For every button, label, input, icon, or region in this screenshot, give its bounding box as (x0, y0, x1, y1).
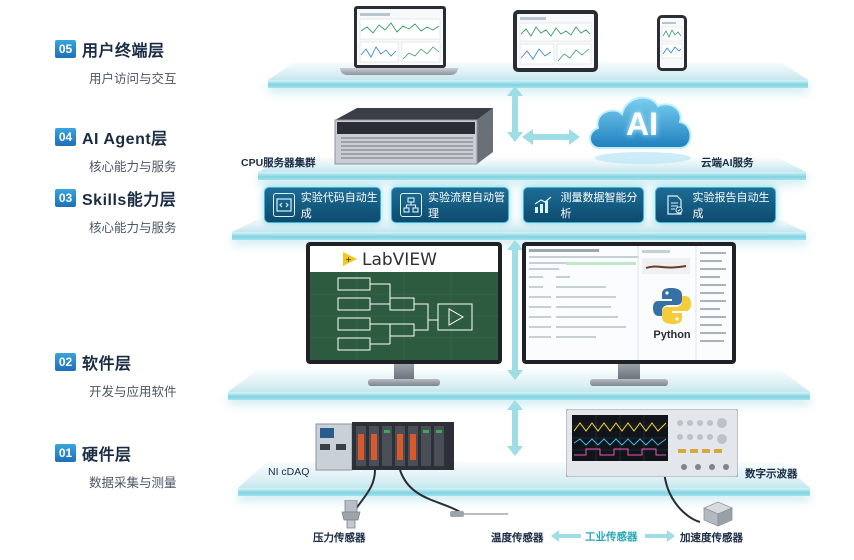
accelerometer-sensor (702, 501, 734, 527)
skill-label: 实验报告自动生成 (692, 192, 770, 220)
layer-subtitle: 数据采集与测量 (89, 476, 177, 490)
layer-number: 02 (55, 353, 76, 371)
labview-monitor: + LabVIEW (306, 242, 502, 390)
labview-logo-icon: + (343, 252, 357, 266)
labview-logo-text: LabVIEW (362, 250, 437, 270)
skill-data-analysis: 测量数据智能分析 (523, 187, 644, 223)
code-icon (273, 193, 295, 217)
acceleration-sensor-label: 加速度传感器 (680, 532, 743, 544)
layer-05: 05 用户终端层 用户访问与交互 (55, 37, 177, 87)
python-label: Python (653, 329, 691, 341)
tablet-screen (513, 10, 598, 72)
python-monitor: Python (522, 242, 736, 390)
layer-title: 用户终端层 (82, 43, 165, 60)
flowchart-icon (400, 193, 422, 217)
shelf-software (228, 370, 810, 400)
layer-number: 04 (55, 128, 76, 146)
layer-03: 03 Skills能力层 核心能力与服务 (55, 186, 177, 236)
layer-subtitle: 开发与应用软件 (89, 385, 177, 399)
ni-cdaq-device (314, 418, 456, 472)
python-logo-icon (653, 288, 691, 324)
svg-text:+: + (345, 255, 352, 264)
cloud-ai-label: 云端AI服务 (701, 157, 754, 169)
temperature-sensor-label: 温度传感器 (491, 532, 544, 544)
cpu-cluster-label: CPU服务器集群 (241, 157, 316, 169)
temperature-probe (450, 511, 508, 517)
industrial-sensor-arrow-left (551, 530, 581, 542)
layer-title: Skills能力层 (82, 192, 177, 209)
industrial-sensor-arrow-right (645, 530, 675, 542)
pressure-sensor (341, 500, 361, 529)
cpu-server-cluster (327, 104, 497, 168)
layer-number: 03 (55, 189, 76, 207)
layer-title: 硬件层 (82, 447, 132, 464)
layer-subtitle: 核心能力与服务 (89, 160, 177, 174)
vertical-arrow-05-04 (507, 86, 523, 142)
layer-title: AI Agent层 (82, 131, 168, 148)
horizontal-arrow-agent (522, 129, 580, 145)
oscilloscope-label: 数字示波器 (745, 468, 798, 480)
layer-subtitle: 核心能力与服务 (89, 221, 177, 235)
layer-02: 02 软件层 开发与应用软件 (55, 350, 177, 400)
skill-code-generation: 实验代码自动生成 (264, 187, 381, 223)
phone-screen (657, 15, 687, 71)
vertical-arrow-02-01 (507, 400, 523, 456)
pressure-sensor-label: 压力传感器 (313, 532, 366, 544)
tablet-device (513, 10, 598, 72)
ni-cdaq-label: NI cDAQ (268, 466, 310, 478)
laptop-screen (354, 6, 446, 68)
cloud-ai-service: AI (584, 86, 702, 166)
cloud-ai-text: AI (626, 106, 658, 142)
skill-label: 测量数据智能分析 (560, 192, 638, 220)
layer-number: 01 (55, 444, 76, 462)
skill-process-management: 实验流程自动管理 (391, 187, 509, 223)
laptop-device (340, 6, 458, 82)
layer-subtitle: 用户访问与交互 (89, 72, 177, 86)
skill-label: 实验代码自动生成 (300, 192, 378, 220)
bar-chart-icon (532, 193, 555, 217)
vertical-arrow-03-02 (507, 240, 523, 380)
oscilloscope-device (565, 408, 739, 478)
layer-number: 05 (55, 40, 76, 58)
phone-device (657, 15, 687, 71)
layer-04: 04 AI Agent层 核心能力与服务 (55, 125, 177, 175)
report-icon (664, 193, 687, 217)
layer-title: 软件层 (82, 356, 132, 373)
skill-report-generation: 实验报告自动生成 (655, 187, 776, 223)
layer-01: 01 硬件层 数据采集与测量 (55, 441, 177, 491)
skill-label: 实验流程自动管理 (428, 192, 505, 220)
industrial-sensor-label: 工业传感器 (585, 531, 638, 543)
